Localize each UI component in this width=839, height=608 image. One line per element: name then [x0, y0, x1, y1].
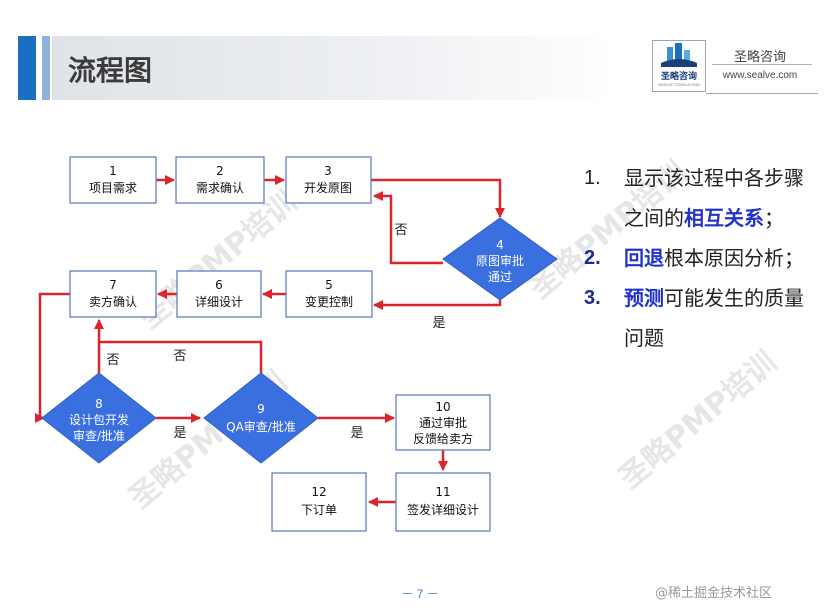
company-name: 圣略咨询	[733, 50, 786, 65]
point-highlight: 预测	[624, 286, 664, 310]
step-label-line: 反馈给卖方	[413, 431, 473, 446]
title-banner: 流程图	[18, 36, 618, 100]
step-label: 详细设计	[195, 294, 243, 309]
step-label: 项目需求	[89, 181, 137, 195]
step-number: 9	[257, 402, 265, 416]
point-number: 1.	[584, 167, 601, 189]
step-6-box: 6 详细设计	[176, 270, 262, 318]
process-boxes: 1 项目需求 2 需求确认 3 开发原图 5 变更控制 6 详细设计	[69, 156, 491, 532]
company-divider	[712, 64, 812, 65]
point-text: 显示该过程中各步骤之间的	[624, 166, 804, 230]
key-point: 1. 显示该过程中各步骤之间的相互关系；	[580, 158, 820, 238]
step-label-line: 设计包开发	[69, 412, 129, 427]
key-point: 2. 回退根本原因分析；	[580, 238, 820, 278]
step-number: 2	[216, 164, 224, 178]
header-rule	[706, 93, 818, 94]
point-text: ；	[764, 206, 784, 230]
page-title: 流程图	[68, 54, 153, 87]
line-9-7-no	[99, 340, 263, 373]
step-2-box: 2 需求确认	[175, 156, 265, 204]
arrow-4-3-no	[373, 191, 443, 265]
point-number: 3.	[584, 287, 601, 309]
decision-diamonds: 4 原图审批 通过 8 设计包开发 审查/批准 9 QA审查/批准	[41, 217, 558, 464]
decision-8-diamond: 8 设计包开发 审查/批准	[41, 372, 157, 464]
step-label: 签发详细设计	[407, 502, 479, 517]
step-label: 开发原图	[304, 180, 352, 195]
step-number: 4	[496, 238, 504, 252]
title-accent-bar-light	[42, 36, 50, 100]
step-number: 12	[311, 485, 326, 499]
step-label: QA审查/批准	[226, 419, 296, 434]
step-10-box: 10 通过审批 反馈给卖方	[395, 394, 491, 451]
step-number: 11	[435, 485, 450, 499]
key-point: 3. 预测可能发生的质量问题	[580, 278, 820, 358]
step-label-line: 通过	[488, 270, 512, 284]
watermark-text: 圣略PMP培训	[613, 345, 784, 496]
step-label-line: 审查/批准	[73, 428, 125, 443]
flow-connectors	[35, 175, 505, 507]
edge-label-yes: 是	[173, 426, 186, 441]
logo-graphic-icon	[661, 43, 697, 67]
point-text: 可能发生的质量问题	[624, 286, 804, 350]
step-label: 变更控制	[305, 294, 353, 309]
source-credit: @稀土掘金技术社区	[655, 586, 773, 601]
step-number: 3	[324, 164, 332, 178]
edge-label-no: 否	[106, 353, 119, 368]
arrow-3-4	[371, 178, 505, 218]
step-label: 下订单	[301, 503, 337, 517]
page-number: － 7 －	[401, 587, 439, 601]
title-background	[52, 36, 618, 100]
point-text: 根本原因分析；	[664, 246, 804, 270]
edge-label-no: 否	[394, 223, 407, 238]
key-points: 1. 显示该过程中各步骤之间的相互关系； 2. 回退根本原因分析； 3. 预测可能发生…	[580, 158, 820, 358]
edge-label-no: 否	[173, 349, 186, 364]
step-number: 7	[109, 278, 117, 292]
step-number: 8	[95, 397, 103, 411]
edge-label-yes: 是	[350, 426, 363, 441]
decision-9-diamond: 9 QA审查/批准	[203, 372, 319, 464]
step-number: 10	[435, 400, 450, 414]
step-7-box: 7 卖方确认	[69, 270, 157, 318]
step-1-box: 1 项目需求	[69, 156, 157, 204]
arrow-4-5-yes	[373, 300, 502, 310]
decision-4-diamond: 4 原图审批 通过	[442, 217, 558, 301]
edge-label-yes: 是	[432, 316, 445, 331]
company-url: www.sealve.com	[722, 70, 798, 81]
company-logo: 圣略咨询 SEALVE CONSULTING	[652, 40, 706, 92]
step-label: 卖方确认	[89, 294, 137, 309]
point-highlight: 相互关系	[684, 206, 764, 230]
step-3-box: 3 开发原图	[285, 156, 372, 204]
title-accent-bar	[18, 36, 36, 100]
point-highlight: 回退	[624, 246, 664, 270]
step-label: 需求确认	[196, 181, 244, 195]
step-label-line: 原图审批	[476, 253, 524, 268]
step-number: 1	[109, 164, 117, 178]
step-label-line: 通过审批	[419, 415, 467, 430]
point-number: 2.	[584, 247, 601, 269]
step-number: 6	[215, 278, 223, 292]
step-11-box: 11 签发详细设计	[395, 472, 491, 532]
logo-subtext: SEALVE CONSULTING	[657, 82, 701, 87]
step-5-box: 5 变更控制	[285, 270, 373, 318]
step-number: 5	[325, 278, 333, 292]
edge-labels: 否 是 否 否 是 是	[106, 223, 445, 441]
step-12-box: 12 下订单	[271, 472, 367, 532]
logo-text: 圣略咨询	[660, 72, 697, 82]
